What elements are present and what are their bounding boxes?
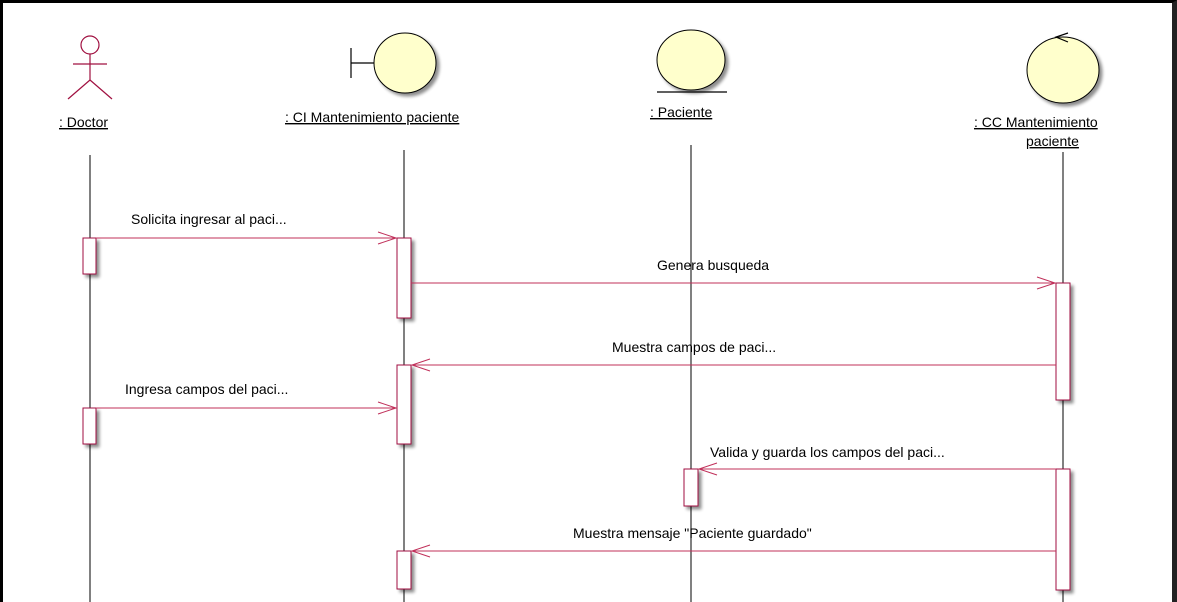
doctor-actor-icon (67, 35, 113, 100)
cc-activation-2 (1055, 468, 1071, 591)
boundary-icon (350, 32, 437, 94)
entity-icon (656, 29, 727, 93)
cc-label-line2: paciente (1026, 133, 1079, 149)
ci-activation-1 (396, 237, 412, 319)
cc-label-line1: : CC Mantenimiento (974, 114, 1098, 130)
paciente-label: : Paciente (650, 104, 712, 120)
paciente-activation-1 (683, 468, 699, 507)
message-label-3: Muestra campos de paci... (612, 339, 776, 355)
message-label-4: Ingresa campos del paci... (125, 381, 288, 397)
control-icon (1026, 32, 1100, 104)
ci-activation-3 (396, 550, 412, 590)
message-label-5: Valida y guarda los campos del paci... (710, 444, 945, 460)
message-label-1: Solicita ingresar al paci... (131, 211, 287, 227)
cc-activation-1 (1055, 282, 1071, 401)
message-label-6: Muestra mensaje "Paciente guardado" (573, 525, 812, 541)
doctor-activation-2 (82, 407, 97, 445)
ci-label: : CI Mantenimiento paciente (285, 109, 460, 125)
message-label-2: Genera busqueda (657, 257, 769, 273)
doctor-activation-1 (82, 237, 97, 275)
ci-activation-2 (396, 364, 412, 445)
doctor-label: : Doctor (59, 114, 108, 130)
